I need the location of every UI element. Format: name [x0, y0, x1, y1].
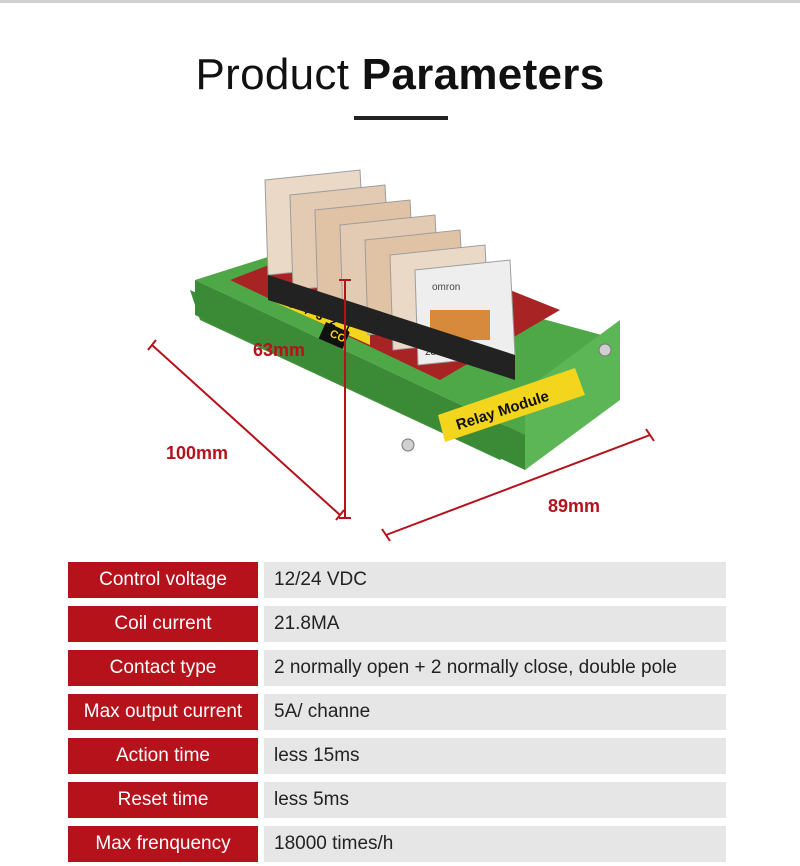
- param-value: 21.8MA: [264, 606, 726, 642]
- relay-brand: omron: [432, 282, 460, 293]
- dimension-length: 100mm: [166, 443, 229, 463]
- top-divider: [0, 0, 800, 3]
- param-row-coil-current: Coil current 21.8MA: [68, 606, 726, 642]
- param-label: Reset time: [68, 782, 258, 818]
- relay-module-image: 6 5 4 3 2 1 CO omron 2896H4 Relay Module: [147, 169, 655, 542]
- param-label: Control voltage: [68, 562, 258, 598]
- param-value: less 15ms: [264, 738, 726, 774]
- common-terminal-box: [318, 322, 350, 350]
- relay-module-label-bg: [438, 368, 585, 442]
- param-row-reset-time: Reset time less 5ms: [68, 782, 726, 818]
- relay-stack: omron 2896H4: [264, 169, 516, 380]
- param-label: Contact type: [68, 650, 258, 686]
- param-label: Max output current: [68, 694, 258, 730]
- param-value: 12/24 VDC: [264, 562, 726, 598]
- param-label: Coil current: [68, 606, 258, 642]
- param-value: less 5ms: [264, 782, 726, 818]
- dimension-height: 63mm: [253, 340, 306, 360]
- param-value: 18000 times/h: [264, 826, 726, 862]
- screw-right-icon: [598, 343, 612, 357]
- parameters-table: Control voltage 12/24 VDC Coil current 2…: [68, 562, 726, 866]
- param-row-contact-type: Contact type 2 normally open + 2 normall…: [68, 650, 726, 686]
- param-row-max-frequency: Max frenquency 18000 times/h: [68, 826, 726, 862]
- screw-left-icon: [401, 438, 415, 452]
- title-underline: [354, 116, 448, 120]
- param-row-control-voltage: Control voltage 12/24 VDC: [68, 562, 726, 598]
- dimension-width: 89mm: [548, 496, 601, 516]
- param-value: 5A/ channe: [264, 694, 726, 730]
- page-title-light: Product: [195, 50, 350, 99]
- param-value: 2 normally open + 2 normally close, doub…: [264, 650, 726, 686]
- param-row-max-output-current: Max output current 5A/ channe: [68, 694, 726, 730]
- param-label: Action time: [68, 738, 258, 774]
- param-row-action-time: Action time less 15ms: [68, 738, 726, 774]
- param-label: Max frenquency: [68, 826, 258, 862]
- page-title: Product Parameters: [0, 50, 800, 100]
- page-title-bold: Parameters: [361, 50, 605, 99]
- dim-line-width: [385, 434, 651, 536]
- dim-line-length: [151, 344, 341, 516]
